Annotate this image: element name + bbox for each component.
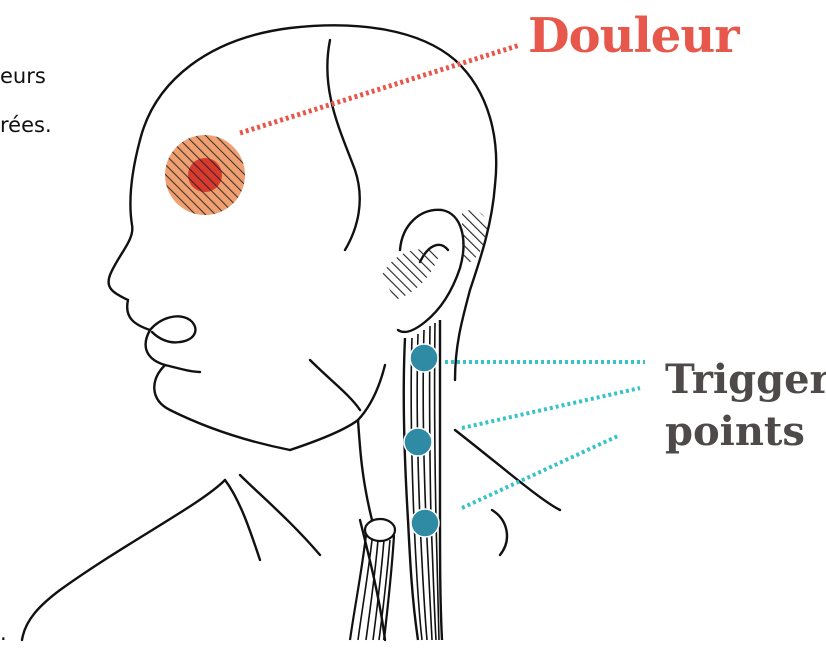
caption-fragment-1: eurs — [0, 61, 46, 91]
head-outline — [22, 25, 560, 640]
trigger-leader-line-2 — [462, 388, 640, 428]
clavicle-tendon — [350, 519, 395, 640]
trigger-points — [404, 344, 439, 537]
trigger-label-line-2: points — [665, 406, 826, 458]
caption-fragment-2: rées. — [0, 110, 52, 140]
trigger-label-line-1: Trigger — [665, 354, 826, 406]
trigger-point-1 — [410, 344, 438, 372]
caption-fragment-3: . — [0, 618, 7, 648]
trigger-point-2 — [404, 428, 432, 456]
pain-zone — [160, 130, 250, 220]
pain-label: Douleur — [528, 6, 739, 66]
trigger-point-3 — [411, 509, 439, 537]
temple-hatch — [370, 240, 450, 310]
trigger-leader-lines — [445, 362, 645, 508]
trigger-points-label: Trigger points — [665, 354, 826, 458]
